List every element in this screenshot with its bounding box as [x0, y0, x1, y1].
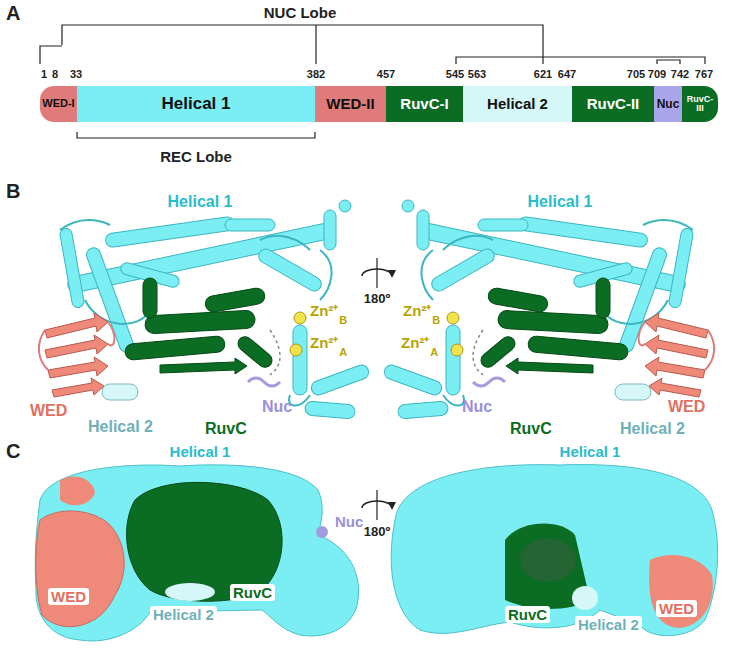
ion-label: Zn²⁺	[310, 302, 338, 319]
ion-subscript: A	[430, 346, 438, 359]
cartoon-structure	[382, 200, 714, 419]
lobe-label: NUC Lobe	[264, 4, 337, 21]
lobe-bracket	[40, 25, 705, 138]
domain-label: Nuc	[332, 513, 366, 530]
rotation-arrow	[362, 258, 392, 288]
domain-label: WED	[48, 588, 89, 605]
ion-label: Zn²⁺	[310, 334, 338, 351]
ion-subscript: B	[339, 314, 347, 327]
residue-number: 621	[534, 68, 552, 81]
residue-number: 647	[558, 68, 576, 81]
domain-label: Helical 2	[150, 606, 217, 623]
residue-number: 742	[671, 68, 689, 81]
residue-number: 33	[70, 68, 82, 81]
residue-number: 545	[446, 68, 464, 81]
ion-subscript: A	[339, 346, 347, 359]
surface-structure	[391, 465, 717, 636]
residue-number: 767	[695, 68, 713, 81]
residue-number: 8	[52, 68, 58, 81]
domain-label: RuvC	[205, 420, 247, 438]
domain-name: RuvC-III	[684, 95, 716, 114]
domain-label: Helical 1	[528, 193, 593, 211]
domain-name: Helical 2	[487, 96, 548, 112]
residue-number: 457	[377, 68, 395, 81]
domain-name: Nuc	[657, 98, 680, 111]
domain-name: WED-II	[326, 96, 374, 112]
domain-segment: RuvC-I	[386, 86, 463, 122]
domain-segment: RuvC-III	[682, 86, 718, 122]
rotation-label: 180º	[364, 525, 390, 540]
domain-label: Helical 1	[167, 443, 234, 460]
residue-number: 563	[468, 68, 486, 81]
panel-letter: C	[6, 440, 20, 463]
domain-label: Nuc	[262, 398, 292, 416]
domain-label: RuvC	[505, 606, 550, 623]
panel-letter: A	[6, 2, 20, 25]
rotation-label: 180º	[364, 292, 390, 307]
domain-label: Helical 2	[575, 616, 642, 633]
domain-label: Helical 1	[557, 443, 624, 460]
ion-label: Zn²⁺	[401, 334, 429, 351]
residue-number: 382	[307, 68, 325, 81]
domain-segment: RuvC-II	[572, 86, 654, 122]
domain-name: RuvC-I	[400, 96, 448, 112]
domain-label: RuvC	[230, 584, 275, 601]
domain-label: RuvC	[510, 420, 552, 438]
domain-name: RuvC-II	[587, 96, 640, 112]
domain-label: WED	[656, 600, 697, 617]
domain-label: Helical 2	[88, 418, 153, 436]
residue-number: 709	[648, 68, 666, 81]
lobe-label: REC Lobe	[160, 148, 232, 165]
domain-segment: Helical 1	[77, 86, 315, 122]
domain-label: WED	[30, 402, 67, 420]
residue-number: 1	[41, 68, 47, 81]
domain-name: Helical 1	[162, 95, 231, 113]
domain-name: WED-I	[42, 98, 74, 110]
panel-letter: B	[6, 180, 20, 203]
ion-label: Zn²⁺	[403, 302, 431, 319]
ion-subscript: B	[432, 314, 440, 327]
cartoon-structure	[39, 200, 371, 419]
domain-segment: Helical 2	[463, 86, 572, 122]
domain-segment: Nuc	[654, 86, 682, 122]
domain-label: Helical 1	[168, 193, 233, 211]
rotation-arrow	[362, 490, 392, 520]
domain-segment: WED-I	[40, 86, 77, 122]
domain-label: Helical 2	[620, 420, 685, 438]
domain-label: WED	[668, 398, 705, 416]
domain-label: Nuc	[462, 398, 492, 416]
domain-segment: WED-II	[315, 86, 386, 122]
surface-structure	[35, 465, 358, 641]
residue-number: 705	[627, 68, 645, 81]
